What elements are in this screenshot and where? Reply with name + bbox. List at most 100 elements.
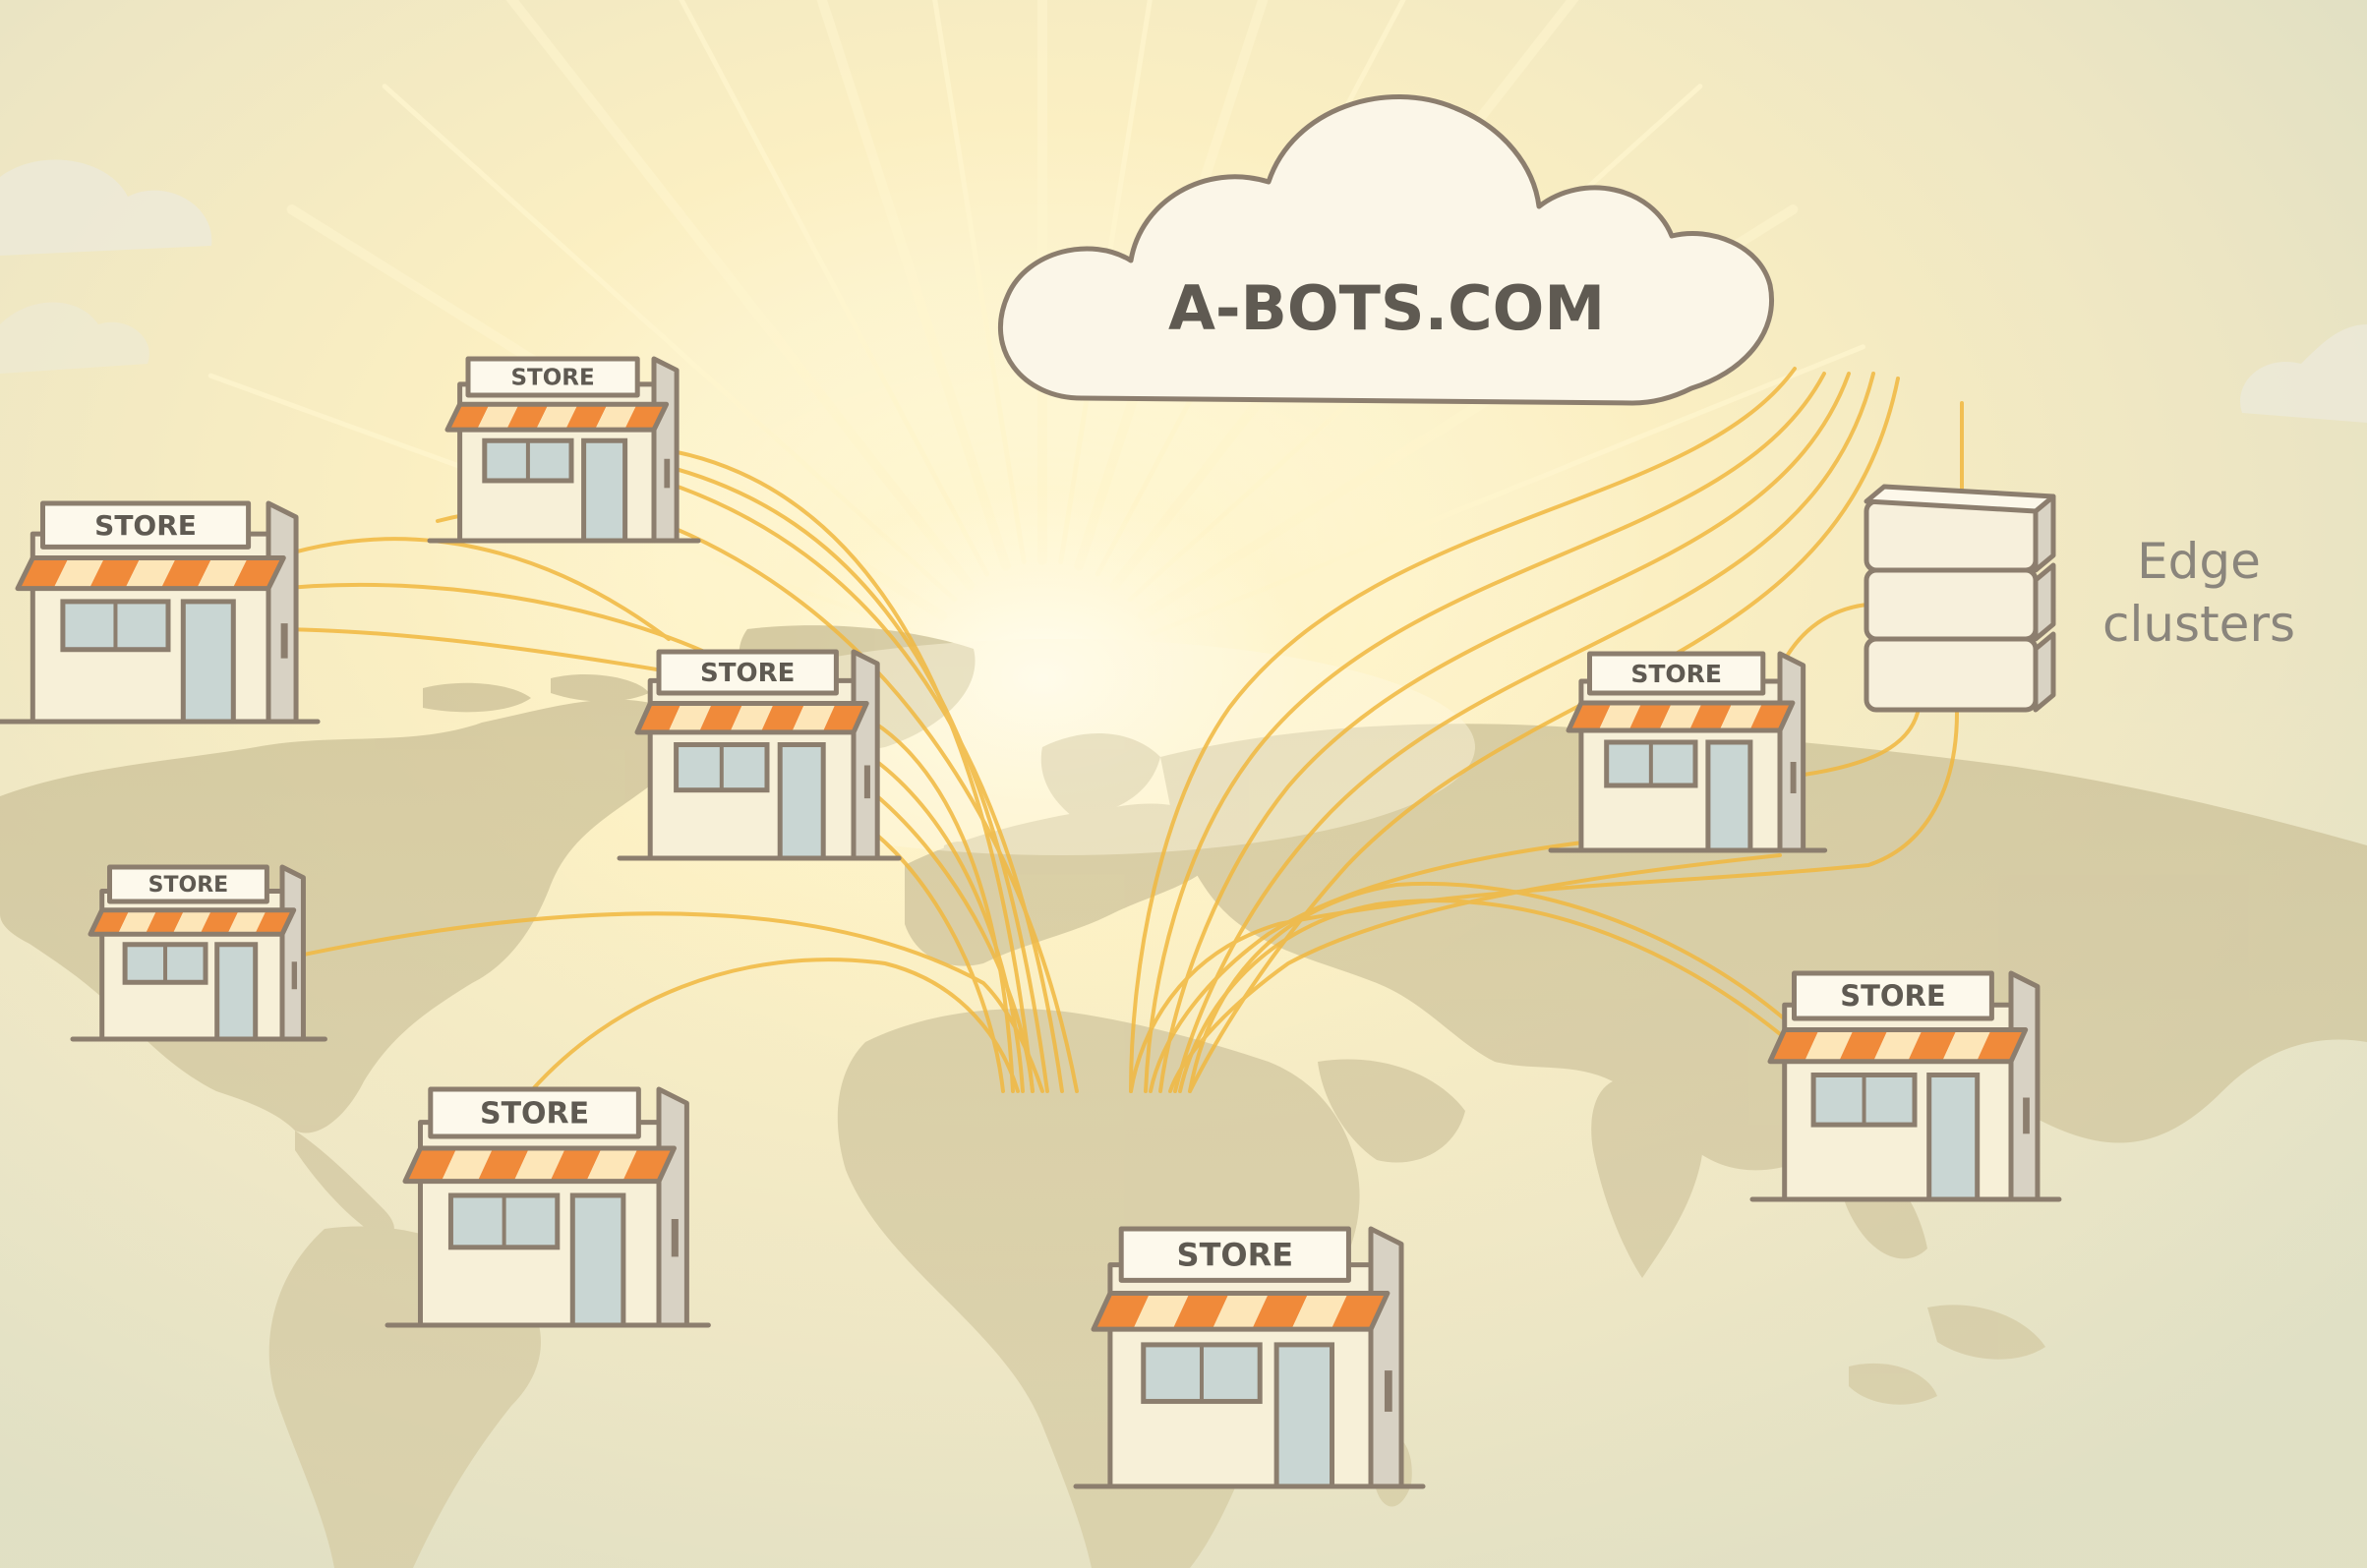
awning-stripe [698, 703, 743, 732]
awning-stripe [227, 909, 266, 935]
connection-line [647, 445, 1035, 1093]
awning-stripe [441, 1148, 494, 1182]
store-building: STORE [1749, 970, 2062, 1202]
cloud-label: A-BOTS.COM [1168, 272, 1605, 344]
store-building: STORE [427, 356, 701, 544]
store-building: STORE [70, 864, 327, 1042]
store-awning [1091, 1291, 1391, 1332]
store-awning [1566, 700, 1796, 733]
store-side-detail [1384, 1370, 1392, 1413]
store-sign [465, 356, 640, 398]
store-side-wall [1368, 1226, 1404, 1489]
store-label: STORE [1840, 979, 1945, 1013]
store-door [569, 1192, 626, 1328]
store-label: STORE [148, 873, 229, 898]
store-door [581, 437, 628, 544]
awning-stripe [1839, 1029, 1888, 1062]
awning-stripe [1172, 1293, 1229, 1330]
store-side-detail [2023, 1097, 2030, 1134]
store-side-wall [2008, 970, 2041, 1202]
store-side-detail [671, 1219, 679, 1257]
store-sign [656, 649, 839, 696]
server-unit [1864, 484, 2056, 573]
store-side-wall [851, 649, 880, 861]
awning-stripe [477, 404, 519, 431]
store-sign [1118, 1226, 1351, 1283]
connection-line [1188, 881, 1802, 1093]
store-building: STORE [1548, 651, 1828, 853]
awning-stripe [1908, 1029, 1957, 1062]
awning-stripe [506, 404, 549, 431]
awning-stripe [1212, 1293, 1270, 1330]
awning-stripe [1719, 703, 1763, 730]
connection-line [266, 537, 671, 641]
awning-stripe [513, 1148, 565, 1182]
store-side-detail [1790, 762, 1797, 793]
store-side-detail [280, 623, 288, 659]
store-awning [444, 401, 670, 433]
store-building: STORE [617, 649, 902, 861]
edge-cluster-servers [1864, 484, 2056, 713]
store-side-detail [291, 961, 298, 990]
awning-stripe [1628, 703, 1673, 730]
connection-line [529, 958, 1020, 1093]
awning-stripe [760, 703, 805, 732]
awning-stripe [1805, 1029, 1854, 1062]
store-label: STORE [1177, 1237, 1294, 1274]
store-side-detail [863, 765, 870, 799]
connection-line [1788, 711, 1920, 779]
awning-stripe [565, 404, 608, 431]
store-side-detail [664, 458, 671, 489]
connection-line [1168, 853, 1782, 1093]
store-door [1273, 1342, 1335, 1489]
awning-stripe [550, 1148, 602, 1182]
store-label: STORE [94, 509, 197, 542]
awning-stripe [53, 557, 105, 589]
store-side-wall [656, 1086, 689, 1328]
connection-line [647, 475, 1064, 1093]
server-unit [1864, 631, 2056, 713]
store-door [180, 599, 236, 725]
edge-clusters-label-line2: clusters [2102, 596, 2295, 653]
awning-stripe [595, 404, 637, 431]
awning-stripe [160, 557, 212, 589]
awning-stripe [197, 557, 248, 589]
awning-stripe [125, 557, 177, 589]
store-side-wall [1777, 651, 1806, 853]
awning-stripe [1942, 1029, 1991, 1062]
store-sign [428, 1086, 641, 1139]
store-awning [15, 555, 286, 592]
awning-stripe [477, 1148, 530, 1182]
store-awning [88, 907, 297, 937]
store-label: STORE [480, 1097, 589, 1132]
store-sign [1587, 651, 1766, 696]
store-side-wall [279, 864, 306, 1042]
store-door [777, 742, 826, 861]
awning-stripe [1688, 703, 1733, 730]
awning-outline [444, 401, 670, 433]
awning-stripe [1291, 1293, 1348, 1330]
store-side-wall [651, 356, 680, 544]
connection-line [1188, 377, 1900, 1093]
server-unit [1864, 562, 2056, 642]
store-side-wall [266, 500, 299, 725]
connection-line [863, 824, 1005, 1093]
store-label: STORE [510, 366, 594, 391]
connection-line [627, 509, 1079, 1093]
store-door [214, 942, 259, 1042]
awning-stripe [145, 909, 185, 935]
connection-lines [266, 367, 1964, 1093]
awning-stripe [172, 909, 212, 935]
connection-line [1144, 372, 1826, 1093]
connection-line [283, 911, 1044, 1093]
awning-stripe [730, 703, 774, 732]
awning-outline [1767, 1027, 2029, 1065]
awning-stripe [1133, 1293, 1190, 1330]
cloud-node: A-BOTS.COM [997, 94, 1774, 406]
awning-outline [1091, 1291, 1391, 1332]
store-door [1705, 739, 1753, 853]
awning-outline [15, 555, 286, 592]
awning-stripe [1598, 703, 1642, 730]
awning-stripe [668, 703, 713, 732]
